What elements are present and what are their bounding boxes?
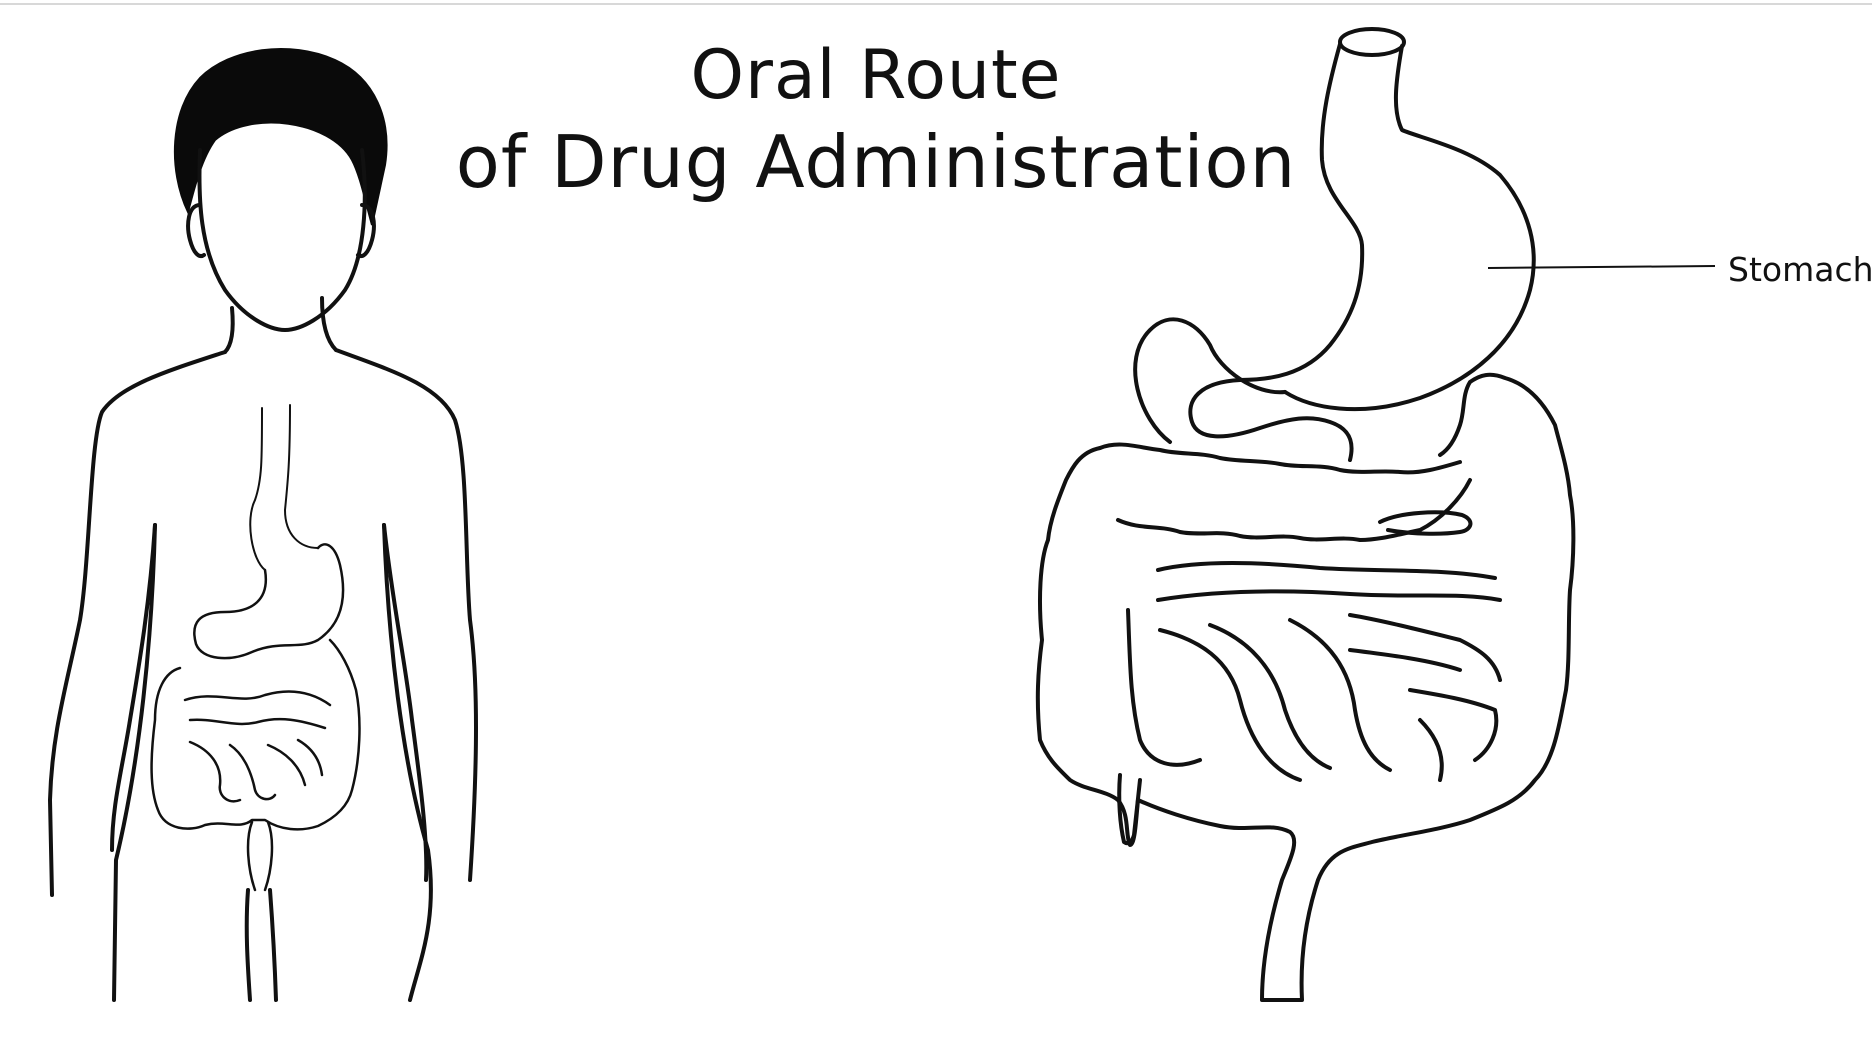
appendix bbox=[1117, 773, 1142, 846]
figure-neck-left bbox=[223, 306, 235, 354]
figure-right-ear bbox=[356, 203, 376, 259]
figure-right-arm-outer bbox=[334, 348, 478, 882]
figure-torso-right bbox=[382, 523, 433, 1002]
figure-esophagus-right bbox=[284, 404, 319, 549]
figure-legs-inner-right bbox=[268, 888, 278, 1002]
figure-left-ear bbox=[186, 203, 206, 259]
large-intestine bbox=[1035, 372, 1576, 1002]
stomach-leader-line bbox=[1487, 265, 1716, 269]
figure-large-intestine bbox=[150, 638, 361, 831]
digestive-system bbox=[1035, 27, 1576, 1002]
figure-rectum bbox=[246, 820, 274, 892]
stomach-label: Stomach bbox=[1728, 250, 1872, 289]
duodenum bbox=[1133, 317, 1287, 444]
human-figure bbox=[48, 48, 478, 1002]
figure-left-arm-inner bbox=[110, 523, 157, 852]
figure-left-arm-outer bbox=[48, 350, 227, 897]
diagram-title-line-1: Oral Route bbox=[690, 36, 1062, 115]
figure-hair bbox=[173, 48, 388, 226]
esophagus-right-wall bbox=[1283, 44, 1536, 412]
small-intestine bbox=[1126, 561, 1502, 782]
transverse-colon-inner bbox=[1116, 478, 1472, 542]
stomach-curl bbox=[1188, 378, 1354, 462]
figure-legs-inner-left bbox=[244, 888, 252, 1002]
figure-esophagus bbox=[249, 407, 266, 571]
esophagus-left-wall bbox=[1238, 42, 1365, 382]
transverse-colon bbox=[1098, 442, 1462, 475]
esophagus-opening bbox=[1338, 27, 1406, 57]
figure-stomach bbox=[193, 543, 345, 660]
figure-head bbox=[197, 148, 367, 332]
diagram-title-line-2: of Drug Administration bbox=[455, 120, 1297, 204]
figure-small-intestine bbox=[183, 690, 332, 803]
small-intestine-upper-loop bbox=[1378, 510, 1473, 536]
figure-torso-left bbox=[112, 523, 157, 1002]
figure-neck-right bbox=[320, 296, 338, 352]
